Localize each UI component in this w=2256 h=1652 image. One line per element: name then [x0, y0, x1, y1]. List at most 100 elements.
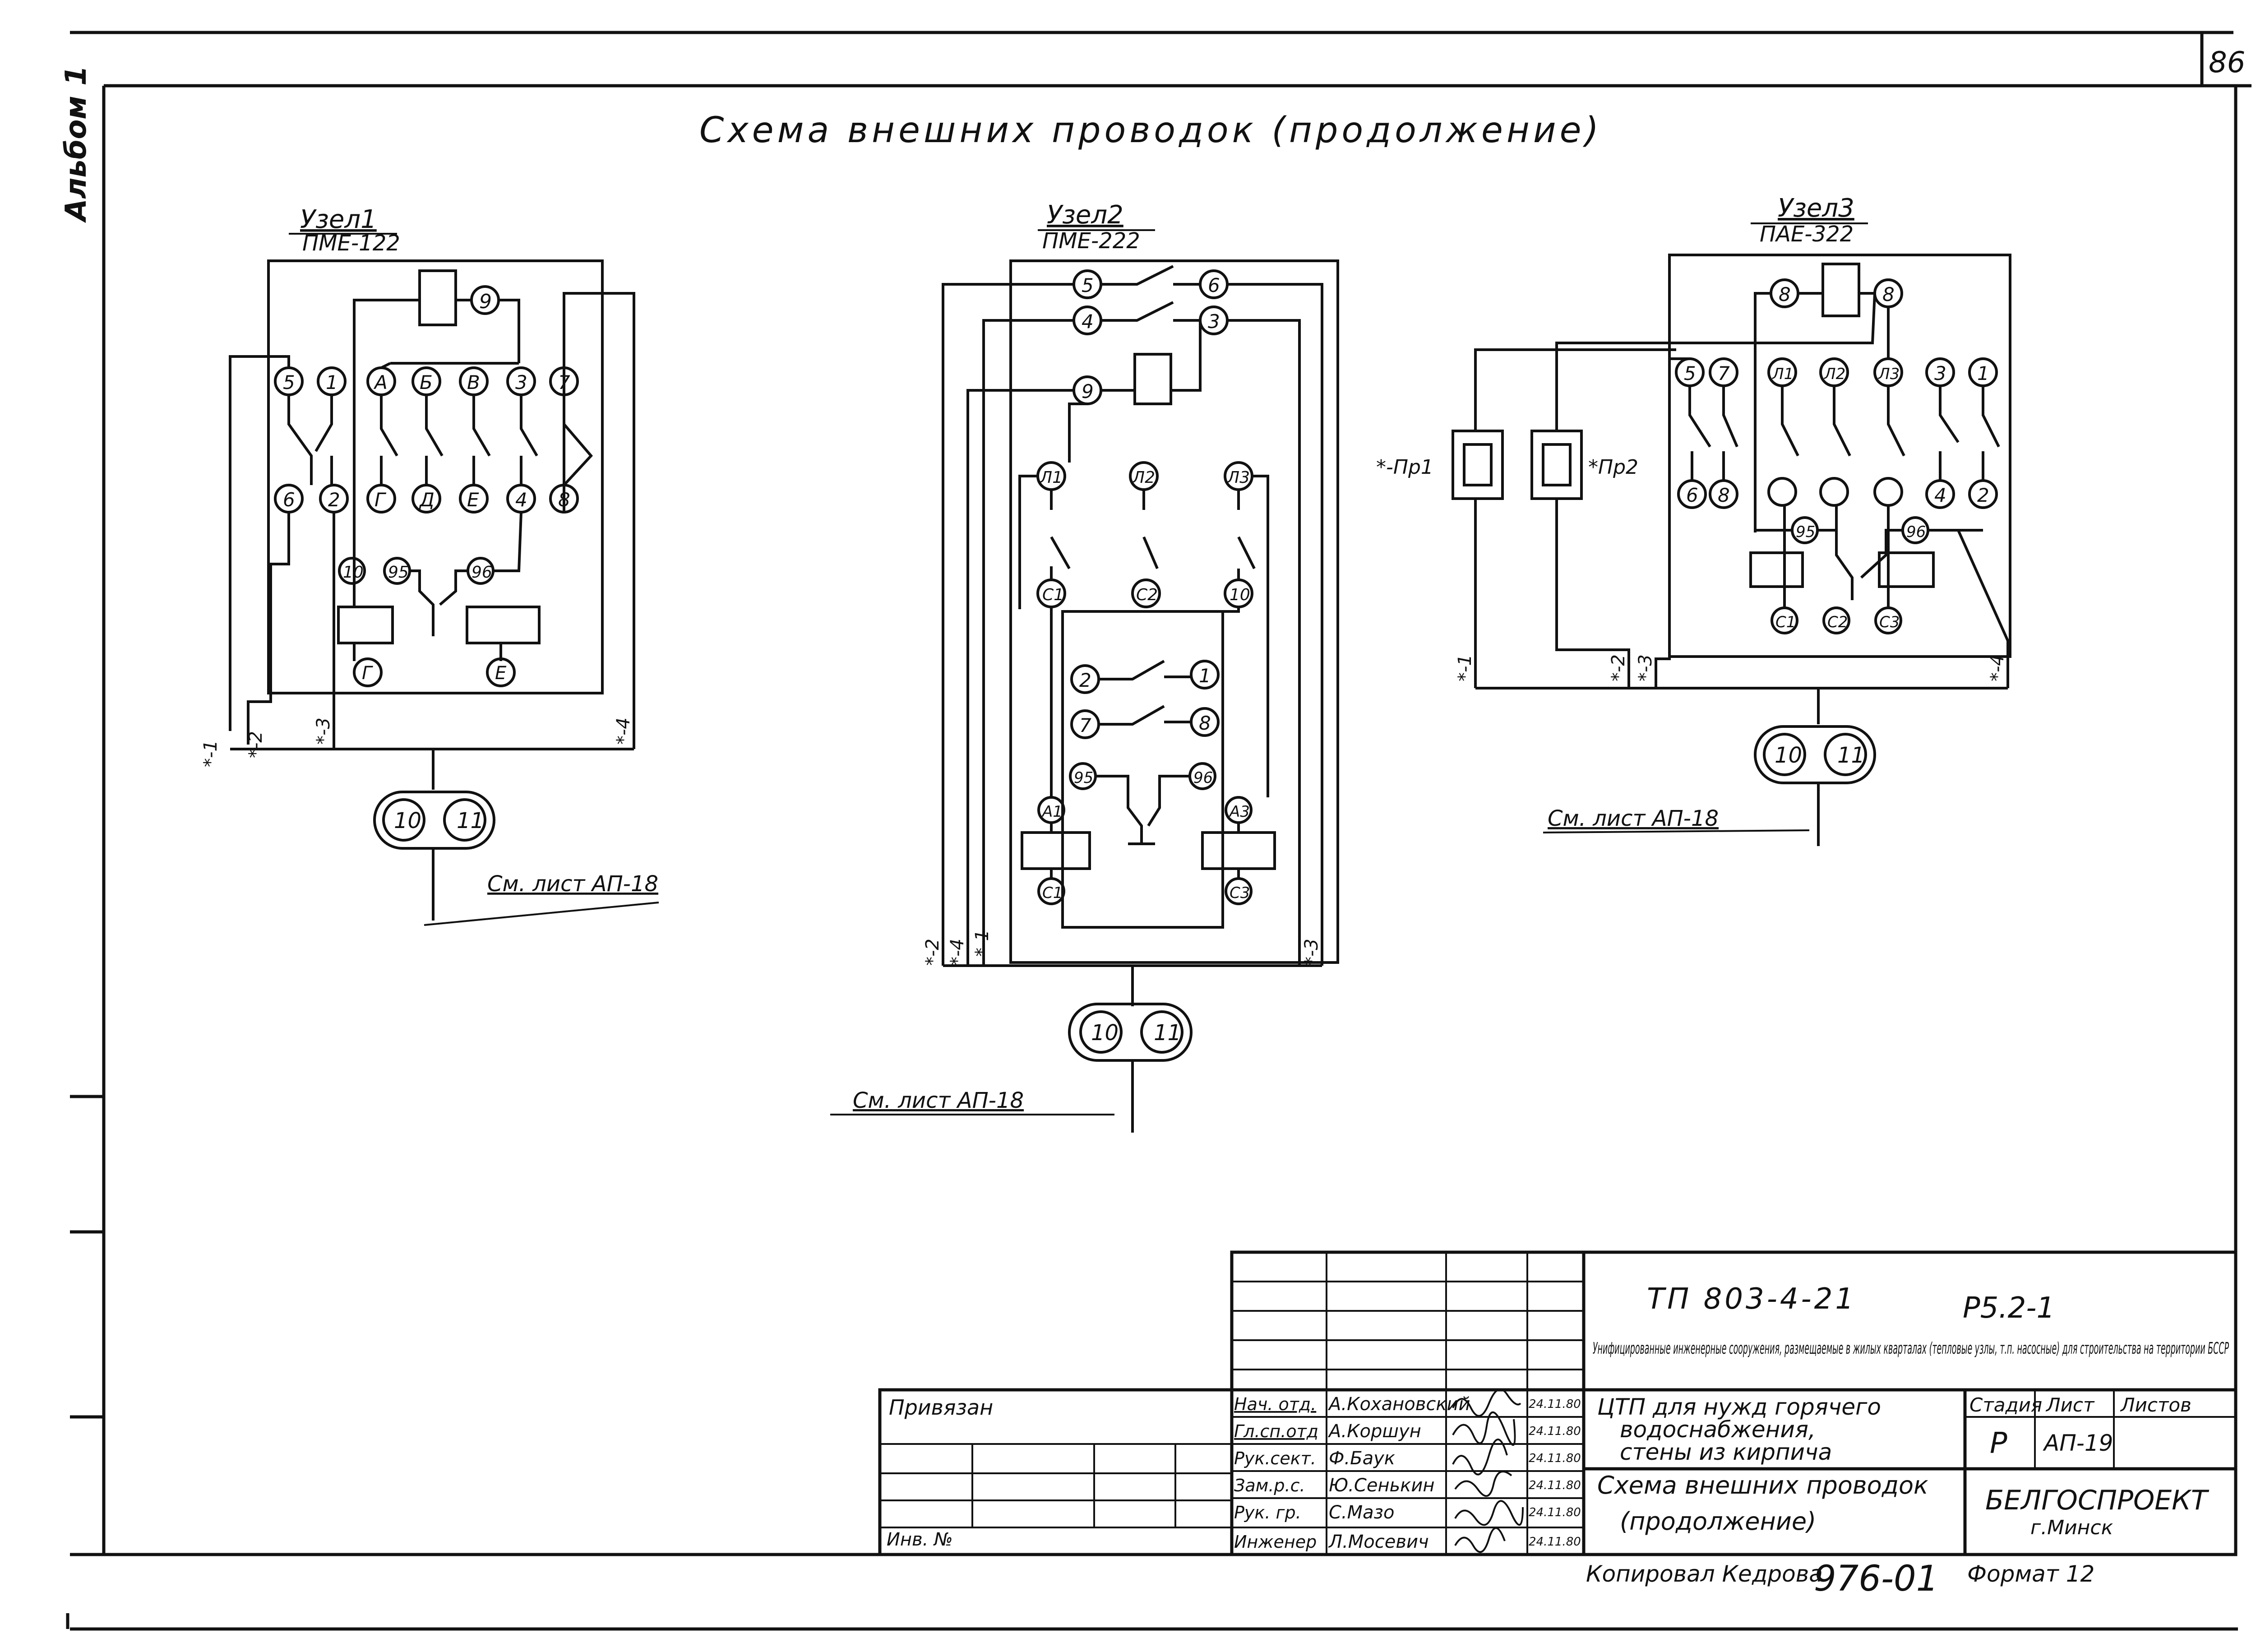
- svg-text:10: 10: [394, 808, 421, 833]
- svg-text:2: 2: [1977, 484, 1989, 506]
- svg-text:Инженер: Инженер: [1234, 1532, 1317, 1552]
- svg-text:9: 9: [479, 290, 492, 313]
- svg-text:С2: С2: [1136, 586, 1158, 604]
- svg-text:А.Кохановский: А.Кохановский: [1327, 1394, 1470, 1415]
- svg-text:96: 96: [472, 563, 492, 582]
- node-3-device: ПАЕ-322: [1760, 222, 1854, 247]
- svg-text:6: 6: [283, 489, 295, 511]
- svg-text:4: 4: [515, 489, 527, 511]
- svg-text:*-Пр1: *-Пр1: [1376, 456, 1433, 479]
- svg-text:Ю.Сенькин: Ю.Сенькин: [1329, 1475, 1434, 1496]
- svg-text:*-3: *-3: [1635, 654, 1656, 681]
- svg-text:Л1: Л1: [1771, 365, 1794, 383]
- privyazan-label: Привязан: [889, 1395, 993, 1420]
- svg-text:Л.Мосевич: Л.Мосевич: [1328, 1532, 1429, 1552]
- node-1-motor: 10 11: [373, 791, 495, 850]
- svg-text:*-1: *-1: [972, 930, 993, 957]
- node-3-motor: 10 11: [1754, 725, 1876, 784]
- node-2-coil-terminal: 9: [1073, 375, 1102, 405]
- svg-text:1: 1: [326, 371, 338, 393]
- svg-text:3: 3: [1934, 362, 1946, 384]
- inv-no-label: Инв. №: [887, 1529, 953, 1550]
- node-2-ref: См. лист АП-18: [853, 1088, 1024, 1113]
- copied-by: Копировал Кедрова: [1586, 1561, 1823, 1587]
- svg-text:11: 11: [1154, 1020, 1181, 1046]
- org-name: БЕЛГОСПРОЕКТ: [1985, 1485, 2210, 1516]
- svg-text:С1: С1: [1042, 884, 1063, 902]
- stage-value: Р: [1990, 1427, 2007, 1460]
- node-1-coil-terminal: 9: [470, 285, 500, 315]
- svg-text:С3: С3: [1230, 884, 1250, 902]
- svg-text:24.11.80: 24.11.80: [1529, 1506, 1581, 1519]
- node-2-header: Узел2: [1047, 200, 1123, 230]
- svg-text:10: 10: [1775, 743, 1802, 768]
- svg-text:*-2: *-2: [245, 731, 266, 758]
- node-1-thermal-relay: 10 95 96 Г Е: [337, 512, 541, 687]
- svg-text:В: В: [467, 371, 480, 393]
- svg-text:10: 10: [1230, 586, 1250, 604]
- node-2-thermal-relays: А1 А3 С1 С3: [1021, 475, 1276, 905]
- svg-text:*-1: *-1: [200, 740, 221, 767]
- section-code: Р5.2-1: [1963, 1291, 2055, 1325]
- svg-text:Л3: Л3: [1226, 468, 1250, 487]
- svg-text:С2: С2: [1827, 613, 1848, 631]
- svg-text:95: 95: [388, 563, 409, 582]
- svg-text:Д: Д: [419, 489, 435, 511]
- node-2-motor: 10 11: [1068, 1003, 1193, 1062]
- sheets-label: Листов: [2120, 1394, 2191, 1416]
- svg-text:8: 8: [1199, 712, 1211, 734]
- svg-text:*-4: *-4: [1987, 654, 2008, 681]
- node-1-device: ПМЕ-122: [302, 231, 400, 256]
- svg-text:Г: Г: [362, 663, 373, 684]
- svg-text:6: 6: [1686, 484, 1698, 506]
- sheet-value: АП-19: [2043, 1430, 2113, 1456]
- sheet-label: Лист: [2045, 1394, 2095, 1416]
- svg-text:*-4: *-4: [947, 939, 968, 966]
- svg-text:95: 95: [1074, 769, 1093, 787]
- svg-text:Г: Г: [374, 489, 387, 511]
- node-1-bottom-terminals: 6 2 Г Д Е 4 8: [274, 484, 579, 514]
- svg-text:А3: А3: [1229, 803, 1250, 821]
- svg-text:Рук.сект.: Рук.сект.: [1234, 1448, 1316, 1468]
- svg-text:Б: Б: [420, 371, 433, 393]
- svg-text:1: 1: [1199, 665, 1211, 687]
- node-3-fuses: *-Пр1 *Пр2: [1376, 430, 1638, 500]
- svg-text:А.Коршун: А.Коршун: [1327, 1421, 1421, 1442]
- svg-text:*-3: *-3: [1301, 939, 1322, 966]
- svg-text:*-2: *-2: [922, 939, 943, 966]
- node-3-top-terminals: 5 7 Л1 Л2 Л3 3 1: [1675, 357, 1998, 387]
- svg-text:4: 4: [1934, 484, 1946, 506]
- svg-text:А1: А1: [1041, 803, 1063, 821]
- svg-text:7: 7: [1079, 714, 1091, 736]
- svg-text:Л2: Л2: [1823, 365, 1845, 383]
- node-3-coil-terminals: 8 8: [1754, 278, 1903, 532]
- svg-text:С.Мазо: С.Мазо: [1329, 1502, 1394, 1523]
- archive-number: 976-01: [1814, 1559, 1938, 1599]
- node-3-thermal-relay: 95 96 С1 С2 С3: [1749, 505, 1983, 634]
- svg-text:Л2: Л2: [1132, 468, 1155, 487]
- node-3-ref: См. лист АП-18: [1548, 806, 1719, 831]
- node-1-header: Узел1: [300, 205, 377, 234]
- doc-code: ТП 803-4-21: [1647, 1282, 1856, 1316]
- svg-text:3: 3: [515, 371, 527, 393]
- svg-text:Рук. гр.: Рук. гр.: [1234, 1503, 1301, 1522]
- svg-text:2: 2: [1079, 669, 1091, 691]
- svg-text:3: 3: [1208, 310, 1220, 333]
- svg-text:Нач. отд.: Нач. отд.: [1234, 1394, 1316, 1414]
- node-3-header: Узел3: [1778, 194, 1854, 223]
- svg-text:8: 8: [1718, 484, 1730, 506]
- drawing-title: Схема внешних проводок (продолжение): [699, 110, 1602, 151]
- svg-text:*-2: *-2: [1608, 654, 1629, 681]
- svg-text:8: 8: [1882, 283, 1895, 305]
- svg-text:10: 10: [1091, 1020, 1119, 1046]
- svg-text:7: 7: [1718, 362, 1730, 384]
- svg-text:Л1: Л1: [1039, 468, 1063, 487]
- svg-text:Ф.Баук: Ф.Баук: [1329, 1448, 1395, 1469]
- node-2-aux-block: 2 1 7 8 95 96: [1069, 660, 1220, 845]
- node-3-diagram: Узел3 ПАЕ-322 8 8 5 7 Л1 Л2 Л3 3 1: [1376, 194, 2011, 846]
- svg-text:5: 5: [1082, 274, 1094, 296]
- node-2-phase-contacts: Л1 Л2 Л3 С1 С2 10: [1018, 403, 1256, 613]
- svg-text:5: 5: [283, 371, 295, 393]
- object-line-2: водоснабжения,: [1620, 1416, 1816, 1443]
